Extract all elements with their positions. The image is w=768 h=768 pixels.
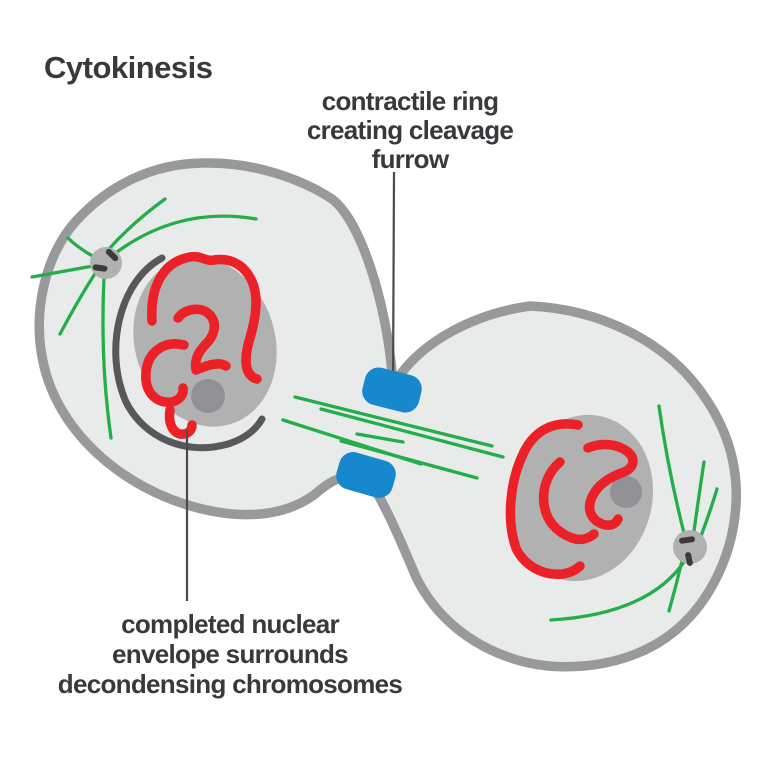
contractile-ring-label: contractile ring creating cleavage furro… bbox=[240, 87, 580, 174]
contractile-ring-label-line3: furrow bbox=[371, 144, 449, 174]
pointer-line-contractile-ring bbox=[391, 171, 396, 389]
left-daughter-nucleus bbox=[112, 251, 277, 452]
chromosome bbox=[164, 405, 197, 439]
nuclear-envelope-arc bbox=[112, 254, 266, 452]
microtubule bbox=[319, 407, 505, 459]
contractile-ring-bottom bbox=[336, 452, 396, 498]
nuclear-envelope-label-line2: envelope surrounds bbox=[112, 639, 349, 669]
centrosome-right bbox=[673, 530, 707, 566]
microtubule bbox=[30, 264, 95, 279]
right-daughter-nucleus bbox=[505, 414, 654, 582]
nuclear-envelope-label-line3: decondensing chromosomes bbox=[57, 669, 403, 699]
microtubule bbox=[549, 560, 686, 622]
nucleolus-right bbox=[610, 476, 642, 508]
astral-microtubules-left bbox=[30, 197, 258, 440]
chromosome bbox=[147, 251, 262, 384]
contractile-ring bbox=[336, 367, 422, 498]
centriole-bar bbox=[679, 536, 695, 544]
microtubule bbox=[293, 395, 494, 448]
contractile-ring-top bbox=[362, 367, 422, 413]
centriole-bar bbox=[105, 248, 119, 262]
centriole-bar bbox=[92, 264, 108, 272]
microtubule bbox=[106, 197, 167, 252]
chromosomes-left bbox=[141, 251, 262, 439]
nucleus-right bbox=[510, 414, 654, 582]
contractile-ring-label-line2: creating cleavage bbox=[306, 115, 514, 145]
microtubule bbox=[58, 270, 98, 336]
microtubule bbox=[339, 439, 479, 480]
chromosome bbox=[538, 457, 599, 545]
microtubule bbox=[657, 404, 686, 535]
nucleolus-left bbox=[191, 379, 225, 413]
chromosome bbox=[141, 339, 189, 407]
microtubule bbox=[115, 214, 258, 254]
microtubule bbox=[101, 276, 113, 440]
microtubule bbox=[692, 460, 706, 533]
contractile-ring-label-line1: contractile ring bbox=[321, 86, 499, 116]
microtubule bbox=[667, 559, 684, 613]
diagram-title: Cytokinesis bbox=[44, 50, 213, 85]
centrosome-left bbox=[90, 247, 122, 279]
cell-membrane bbox=[34, 158, 742, 672]
chromosome bbox=[173, 304, 231, 375]
microtubule bbox=[355, 432, 405, 444]
chromosomes-right bbox=[505, 419, 638, 579]
spindle-microtubules bbox=[281, 395, 505, 480]
astral-microtubules-right bbox=[549, 404, 719, 622]
chromosome bbox=[505, 419, 585, 579]
centriole-bar bbox=[685, 552, 693, 566]
nuclear-envelope-label-line1: completed nuclear bbox=[121, 609, 340, 639]
nuclear-envelope-label: completed nuclear envelope surrounds dec… bbox=[30, 609, 430, 699]
chromosome bbox=[583, 439, 638, 530]
microtubule bbox=[699, 487, 719, 538]
